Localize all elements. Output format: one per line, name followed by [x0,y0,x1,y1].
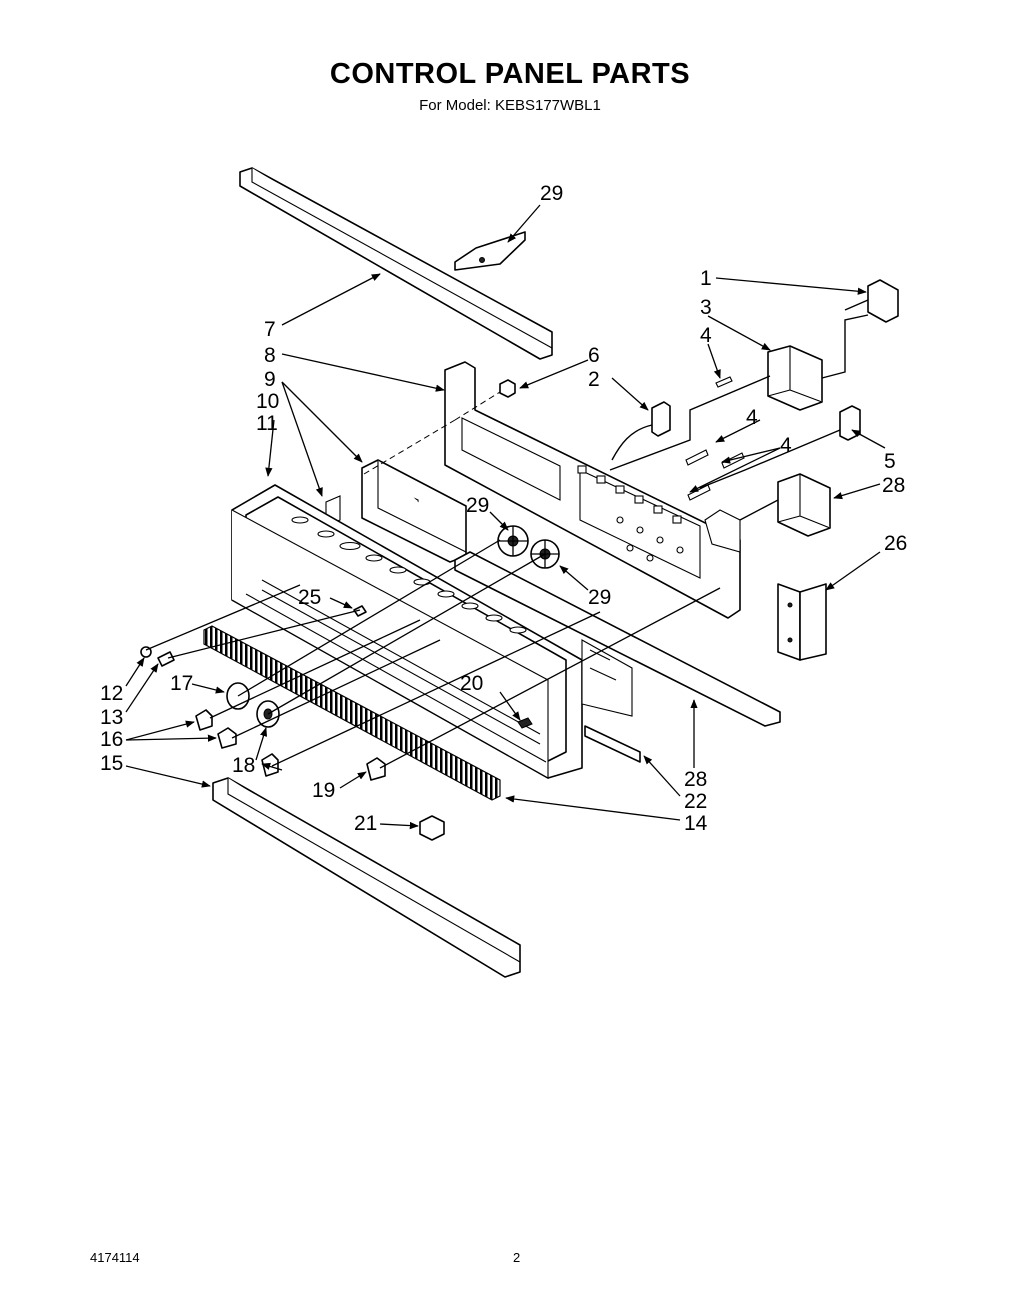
callout-9: 9 [264,368,276,391]
frame-slots [291,516,527,634]
callout-18: 18 [232,754,255,777]
part-20-clip [517,717,533,729]
callout-26: 28 [684,768,707,791]
callout-2: 2 [588,368,600,391]
callout-24: 26 [884,532,907,555]
bracket-holes [577,465,684,562]
callout-21: 21 [354,812,377,835]
part-25-plug [353,605,367,617]
callout-leaders [125,204,886,830]
callout-19: 19 [312,779,335,802]
part-3-switch-block [609,314,869,471]
part-14-nut [157,651,175,667]
callout-28: 28 [882,474,905,497]
part-6-nut [499,379,516,398]
part-24-bracket [777,583,827,661]
part-2-switch [611,401,671,461]
page-title: CONTROL PANEL PARTS [329,58,691,90]
part-29-knob-insert-a [497,525,529,557]
callout-15: 15 [100,752,123,775]
part-4-pins [685,376,745,501]
part-7-top-trim [239,167,553,360]
part-9-display-board [361,459,467,563]
callout-11: 11 [256,412,278,435]
callout-7: 7 [264,318,276,341]
part-19-knobs [261,753,386,781]
callout-17: 17 [170,672,193,695]
model-subtitle: For Model: KEBS177WBL1 [419,97,601,114]
part-26-bracket-strip [454,551,781,727]
callout-13: 12 [100,682,123,705]
callout-14: 13 [100,706,123,729]
part-8-control-bracket [444,361,741,619]
callout-6: 6 [588,344,600,367]
part-22-glass [581,639,641,763]
part-21-clip [419,815,445,841]
assembly-lines [145,391,721,769]
part-12-vent-grille [203,625,501,801]
callout-5: 5 [884,450,896,473]
callout-1: 1 [700,267,712,290]
callout-29-a: 29 [466,494,489,517]
callout-16: 16 [100,728,123,751]
callout-23: 29 [540,182,563,205]
page-number: 2 [513,1250,521,1265]
part-1-switch [844,279,899,323]
callout-22: 22 [684,790,707,813]
part-18-knob-dial [256,700,280,728]
part-28-relay [739,473,831,537]
document-number: 4174114 [90,1250,140,1265]
callout-labels: 29 1 3 4 6 2 7 8 9 10 11 4 4 5 28 26 29 … [100,182,907,835]
callout-4-a: 4 [700,324,712,347]
callout-4-b: 4 [746,406,758,429]
callout-3: 3 [700,296,712,319]
callout-8: 8 [264,344,276,367]
callout-10: 10 [256,390,279,413]
part-23-plate [454,231,526,271]
callout-4-c: 4 [780,434,792,457]
part-15-bottom-trim [212,777,521,978]
callout-20: 20 [460,672,483,695]
part-16-knobs [195,709,237,749]
callout-25: 25 [298,586,321,609]
callout-29-b: 29 [588,586,611,609]
callout-12: 14 [684,812,708,835]
